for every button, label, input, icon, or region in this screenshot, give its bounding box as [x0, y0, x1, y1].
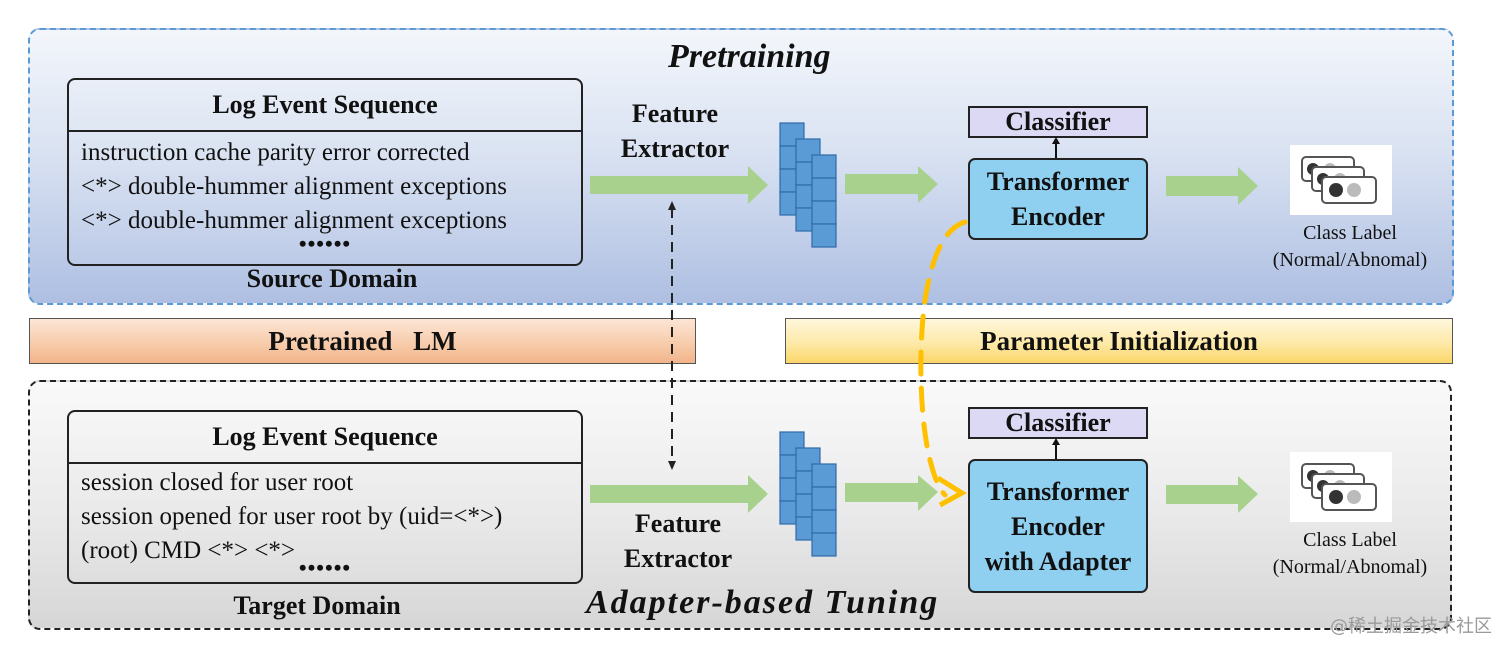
feature-extractor-word: Extractor	[620, 134, 730, 163]
feature-block	[811, 223, 837, 248]
target-log-event-box: Log Event Sequence session closed for us…	[67, 410, 583, 584]
arrow-encoder-to-label-bottom	[1166, 476, 1258, 513]
pretraining-panel	[28, 28, 1454, 305]
class-label-title: Class Label	[1303, 222, 1397, 244]
arrow-log-to-features-bottom	[590, 475, 768, 513]
watermark: @稀土掘金技术社区	[1330, 616, 1492, 637]
feature-block	[811, 200, 837, 225]
feature-blocks-top	[779, 122, 837, 248]
arrow-log-to-features-top	[590, 166, 768, 204]
adapter-tuning-title: Adapter-based Tuning	[586, 584, 940, 621]
pretrained-lm-bar: Pretrained LM	[29, 318, 696, 364]
arrow-features-to-encoder-bottom	[845, 475, 938, 511]
feature-extractor-label-top: Feature Extractor	[600, 96, 750, 166]
feature-block	[811, 463, 837, 488]
transformer-encoder-top: Transformer Encoder	[968, 158, 1148, 240]
encoder-label-line: Encoder	[1011, 511, 1105, 541]
classifier-top: Classifier	[968, 106, 1148, 138]
encoder-label-line: Encoder	[1011, 202, 1105, 231]
feature-block	[811, 509, 837, 534]
feature-extractor-label-bottom: Feature Extractor	[603, 506, 753, 576]
class-label-values: (Normal/Abnomal)	[1272, 249, 1428, 271]
feature-block	[811, 154, 837, 179]
adapter-tuning-panel	[28, 380, 1452, 630]
classifier-bottom: Classifier	[968, 407, 1148, 439]
class-label-values: (Normal/Abnomal)	[1272, 556, 1428, 578]
parameter-initialization-bar: Parameter Initialization	[785, 318, 1453, 364]
target-log-line: (root) CMD <*> <*>	[81, 537, 296, 564]
class-label-cards-icon	[1290, 452, 1392, 522]
source-log-ellipsis: ••••••	[298, 231, 352, 256]
pretraining-title: Pretraining	[668, 38, 831, 75]
feature-block	[811, 486, 837, 511]
source-log-line: <*> double-hummer alignment exceptions	[81, 173, 508, 200]
feature-block	[811, 532, 837, 557]
arrow-features-to-encoder-top	[845, 166, 938, 203]
parameter-transfer-curve	[918, 219, 968, 498]
encoder-label-line: Transformer	[986, 476, 1130, 506]
source-domain-label: Source Domain	[246, 264, 418, 293]
transformer-encoder-adapter-bottom: Transformer Encoder with Adapter	[968, 459, 1148, 593]
feature-extractor-word: Extractor	[623, 544, 733, 573]
class-label-bottom: Class Label (Normal/Abnomal)	[1250, 527, 1450, 581]
class-label-cards-icon	[1290, 145, 1392, 215]
encoder-label-line: with Adapter	[984, 546, 1132, 576]
source-log-header: Log Event Sequence	[69, 80, 581, 132]
class-label-title: Class Label	[1303, 529, 1397, 551]
feature-block	[811, 177, 837, 202]
source-log-line: instruction cache parity error corrected	[81, 139, 470, 166]
target-log-ellipsis: ••••••	[298, 555, 352, 580]
target-log-line: session closed for user root	[81, 469, 354, 496]
target-log-header: Log Event Sequence	[69, 412, 581, 464]
feature-extractor-word: Feature	[631, 99, 719, 128]
target-domain-label: Target Domain	[233, 591, 401, 620]
class-label-top: Class Label (Normal/Abnomal)	[1250, 220, 1450, 274]
encoder-label-line: Transformer	[986, 167, 1130, 196]
arrow-encoder-to-label-top	[1166, 167, 1258, 205]
source-log-line: <*> double-hummer alignment exceptions	[81, 207, 508, 234]
source-log-event-box: Log Event Sequence instruction cache par…	[67, 78, 583, 266]
feature-extractor-word: Feature	[634, 509, 722, 538]
feature-blocks-bottom	[779, 431, 837, 557]
target-log-line: session opened for user root by (uid=<*>…	[81, 503, 503, 530]
